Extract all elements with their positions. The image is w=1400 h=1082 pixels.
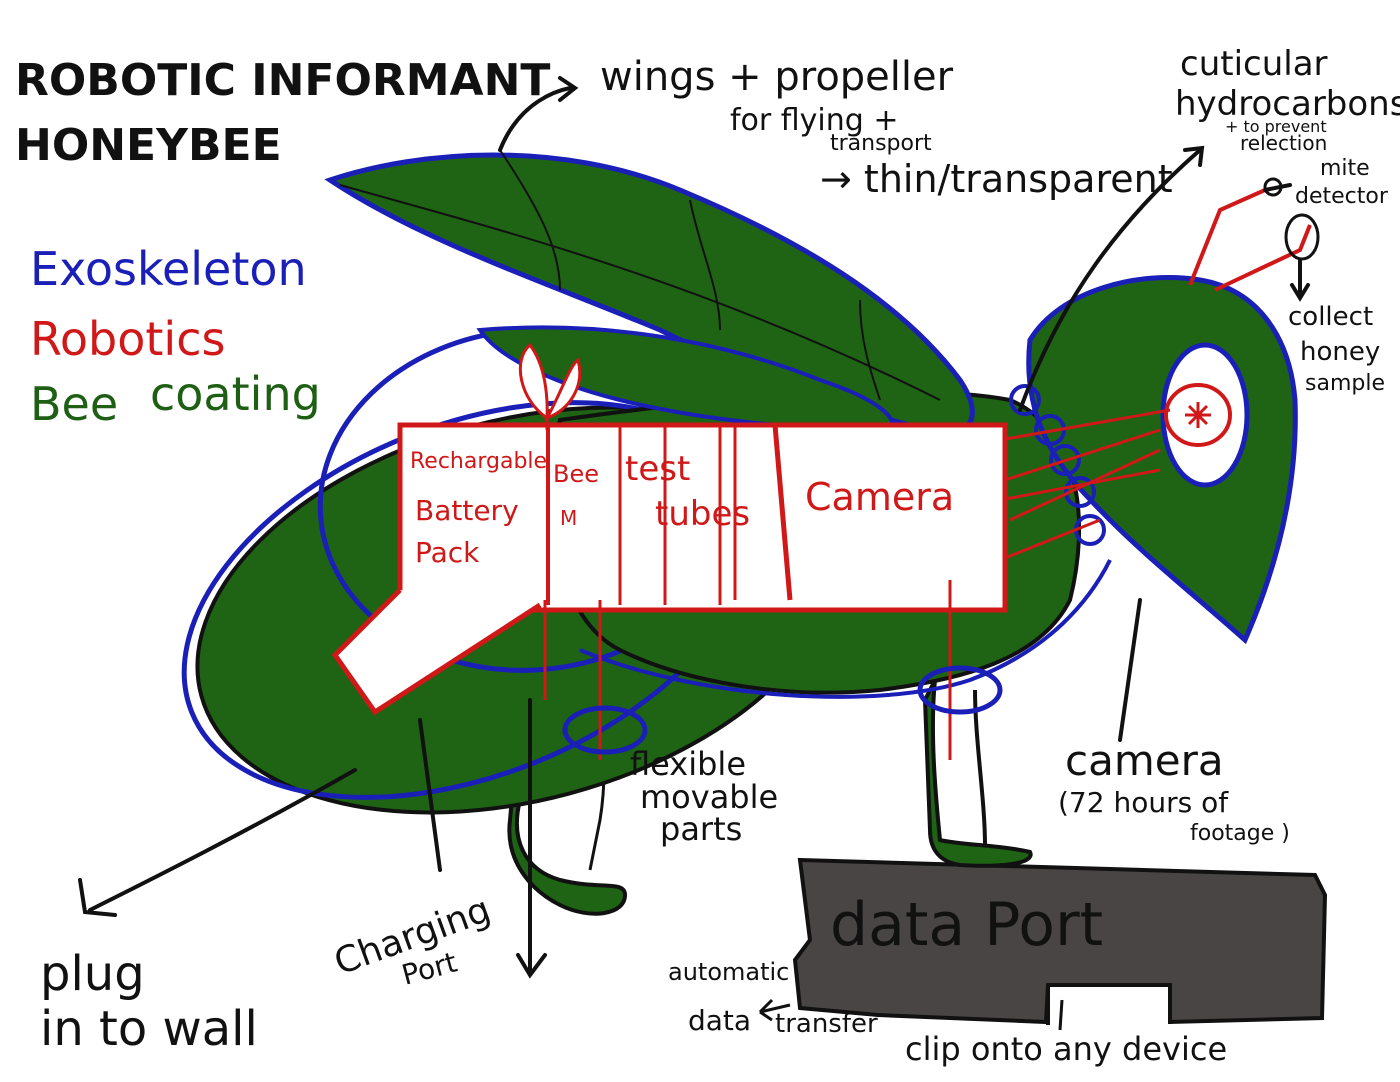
test-line1: test	[625, 449, 690, 489]
flexible-line3: parts	[660, 810, 742, 848]
compartment-frame	[397, 422, 1008, 613]
collect-line2: honey	[1300, 337, 1380, 367]
battery-line2: Battery	[415, 494, 519, 527]
port-notch	[1046, 985, 1172, 1025]
cuticular-line4: relection	[1240, 131, 1327, 155]
propeller-icon	[518, 342, 582, 430]
wings-line4: → thin/transparent	[820, 157, 1173, 201]
wings-line3: transport	[830, 131, 932, 156]
mite-line2: detector	[1295, 184, 1389, 209]
antenna-collect	[1214, 224, 1312, 292]
robotic-wiring	[999, 408, 1171, 562]
wings-line1: wings + propeller	[600, 54, 954, 100]
neck-joints	[1009, 384, 1106, 546]
collect-line3: sample	[1305, 371, 1385, 396]
automatic-line2: data	[688, 1004, 751, 1037]
bee-label: Bee	[553, 460, 599, 488]
data-port-label: data Port	[830, 890, 1103, 960]
plug-line1: plug	[40, 946, 145, 1002]
eye-sparkle-icon	[1185, 402, 1211, 428]
front-leg	[922, 679, 1033, 868]
thorax-exoskeleton-outline	[579, 559, 1112, 699]
legend-exoskeleton: Exoskeleton	[30, 242, 307, 296]
automatic-line1: automatic	[668, 958, 789, 986]
transfer-arrow-icon	[758, 998, 791, 1022]
title-line2: HONEYBEE	[15, 120, 282, 171]
plug-line2: in to wall	[40, 1001, 258, 1057]
clip-label: clip onto any device	[905, 1030, 1227, 1068]
collect-line1: collect	[1288, 302, 1373, 332]
camera-footage-line2: (72 hours of	[1058, 786, 1229, 819]
clip-arrow-icon	[1058, 999, 1064, 1031]
cuticular-line2: hydrocarbons	[1175, 84, 1400, 124]
title-line1: ROBOTIC INFORMANT	[15, 55, 550, 106]
flexible-line1: flexible	[630, 745, 746, 783]
upper-wing-veins	[339, 149, 941, 401]
pointer-lines	[78, 76, 1310, 979]
test-line2: tubes	[655, 494, 750, 534]
upper-wing	[324, 152, 975, 438]
flexible-joints	[562, 665, 1003, 755]
legend-bee: Bee	[30, 377, 118, 431]
compartments-box	[397, 422, 1008, 613]
camera-footage-line3: footage )	[1190, 821, 1290, 846]
wings-line2: for flying +	[730, 103, 899, 138]
automatic-line3: transfer	[775, 1009, 878, 1039]
antenna-mite	[1188, 188, 1266, 286]
cuticular-line1: cuticular	[1180, 44, 1328, 84]
flexible-line2: movable	[640, 778, 778, 816]
bee-sub-label: M	[560, 506, 577, 530]
camera-footage-line1: camera	[1065, 736, 1224, 785]
battery-line3: Pack	[415, 536, 480, 569]
cuticular-line3: + to prevent	[1225, 117, 1327, 136]
mite-line1: mite	[1320, 156, 1370, 181]
sting-arm	[331, 588, 542, 716]
legend-robotics: Robotics	[30, 312, 225, 366]
camera-compartment-label: Camera	[805, 475, 954, 519]
legend-coating: coating	[150, 367, 321, 421]
collect-tip	[1284, 213, 1320, 261]
battery-line1: Rechargable	[410, 449, 547, 474]
